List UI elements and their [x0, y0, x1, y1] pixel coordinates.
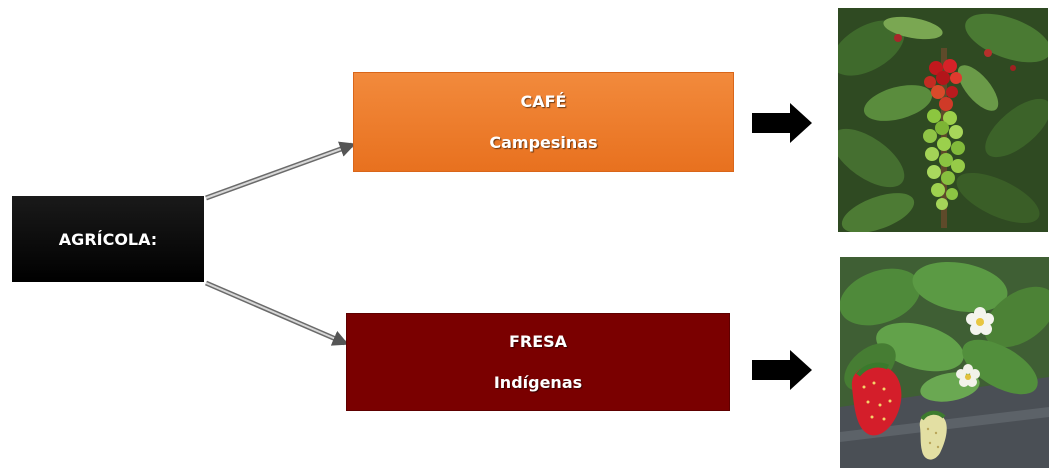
branch-node-cafe: CAFÉ Campesinas [353, 72, 734, 172]
coffee-plant-photo [838, 8, 1048, 232]
strawberry-plant-photo [840, 257, 1049, 468]
branch-crop-label: CAFÉ [520, 92, 567, 111]
arrow-right-icon [752, 350, 812, 390]
root-node-agricola: AGRÍCOLA: [12, 196, 204, 282]
branch-group-label: Indígenas [493, 373, 583, 392]
branch-group-label: Campesinas [489, 133, 598, 152]
branch-node-fresa: FRESA Indígenas [346, 313, 730, 411]
root-node-label: AGRÍCOLA: [58, 229, 158, 249]
arrow-right-icon [752, 103, 812, 143]
branch-crop-label: FRESA [508, 332, 568, 351]
